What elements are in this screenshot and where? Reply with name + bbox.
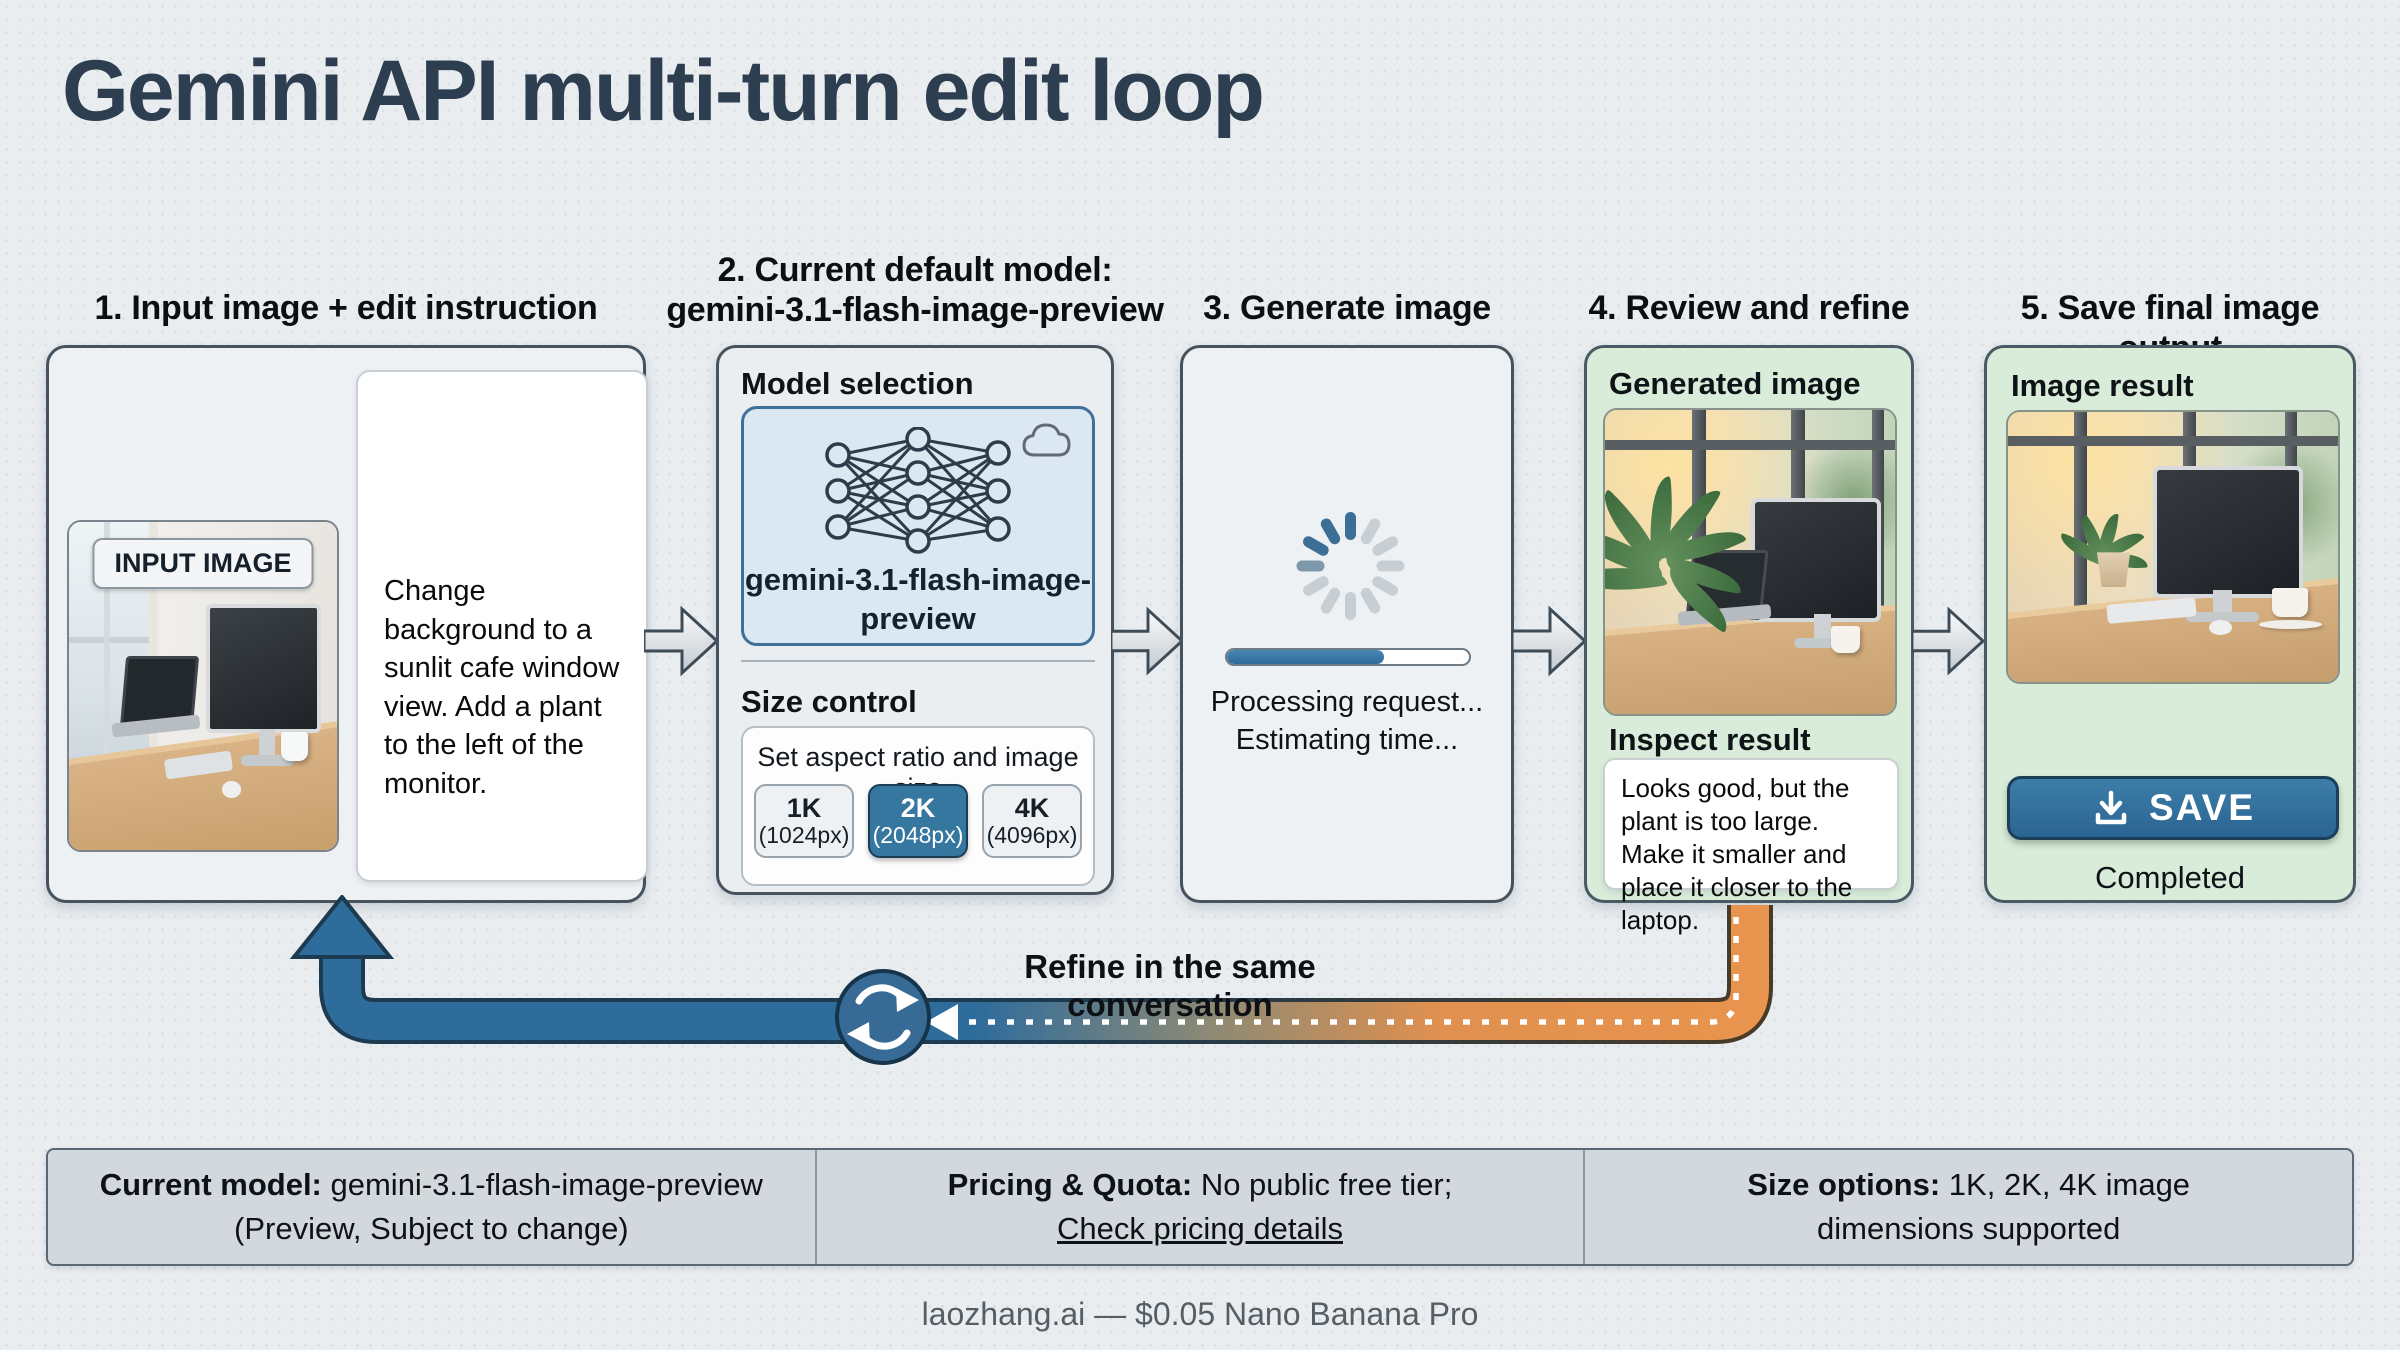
model-name: gemini-3.1-flash-image- preview: [744, 562, 1092, 636]
panel-save: Image result: [1984, 345, 2356, 903]
pricing-details-link[interactable]: Check pricing details: [1056, 1211, 1344, 1246]
size-options-value: 1K, 2K, 4K image: [1940, 1166, 2191, 1202]
footer-bar: Current model: gemini-3.1-flash-image-pr…: [46, 1148, 2354, 1266]
step2-header: 2. Current default model: gemini-3.1-fla…: [655, 250, 1175, 330]
size-options-label: Size options:: [1747, 1166, 1941, 1202]
size-option-1k[interactable]: 1K (1024px): [754, 784, 854, 858]
progress-bar: [1225, 648, 1471, 666]
inspect-result-title: Inspect result: [1609, 722, 1811, 757]
step4-header: 4. Review and refine: [1588, 289, 1910, 327]
panel-review: Generated image: [1584, 345, 1914, 935]
input-image: INPUT IMAGE: [67, 520, 339, 852]
loading-spinner: [1294, 510, 1406, 622]
generated-image: [1603, 408, 1897, 716]
loop-arrowhead-up: [289, 895, 395, 959]
footer-size-options: Size options: 1K, 2K, 4K image dimension…: [1583, 1150, 2352, 1264]
size-options-row: 1K (1024px) 2K (2048px) 4K (4096px): [743, 784, 1093, 858]
section-divider: [741, 660, 1095, 662]
size-option-4k[interactable]: 4K (4096px): [982, 784, 1082, 858]
model-selection-title: Model selection: [741, 366, 974, 401]
save-button[interactable]: SAVE: [2007, 776, 2339, 840]
arrow-step4-to-step5: [1912, 606, 1986, 676]
arrow-step1-to-step2: [644, 605, 720, 677]
current-model-label: Current model:: [99, 1166, 322, 1202]
pricing-label: Pricing & Quota:: [947, 1166, 1193, 1202]
panel-generate: Processing request... Estimating time...: [1180, 345, 1514, 903]
status-line2: Estimating time...: [1235, 724, 1459, 756]
step2-header-line1: 2. Current default model:: [717, 251, 1113, 289]
completed-status: Completed: [2095, 860, 2245, 895]
arrow-step3-to-step4: [1512, 605, 1588, 677]
cloud-icon: [1022, 423, 1071, 457]
step2-header-line2: gemini-3.1-flash-image-preview: [666, 291, 1164, 330]
status-line1: Processing request...: [1210, 686, 1484, 718]
step3-header: 3. Generate image: [1203, 289, 1491, 327]
image-result-title: Image result: [2011, 368, 2194, 403]
model-card: gemini-3.1-flash-image- preview: [741, 406, 1095, 646]
step1-header: 1. Input image + edit instruction: [94, 289, 598, 327]
result-image: [2006, 410, 2340, 684]
panel-input: INPUT IMAGE Change background to a sunli…: [46, 345, 648, 903]
size-card: Set aspect ratio and image size 1K (1024…: [741, 726, 1095, 886]
footer-current-model: Current model: gemini-3.1-flash-image-pr…: [48, 1150, 815, 1264]
loop-return-arrow: [289, 895, 1773, 1065]
size-options-note: dimensions supported: [1817, 1211, 2121, 1246]
panel-model: Model selection: [716, 345, 1114, 895]
download-icon: [2095, 790, 2127, 825]
feedback-text: Looks good, but the plant is too large. …: [1621, 773, 1853, 936]
page-title: Gemini API multi-turn edit loop: [62, 43, 1265, 139]
footer-pricing: Pricing & Quota: No public free tier; Ch…: [814, 1150, 1584, 1264]
generated-image-title: Generated image: [1609, 366, 1861, 401]
loop-dashed-line: [950, 911, 1739, 1025]
current-model-note: (Preview, Subject to change): [234, 1211, 629, 1246]
input-image-badge: INPUT IMAGE: [92, 538, 314, 589]
instruction-text: Change background to a sunlit cafe windo…: [384, 575, 620, 800]
pricing-value: No public free tier;: [1192, 1166, 1453, 1202]
refresh-icon: [835, 969, 931, 1065]
instruction-card: Change background to a sunlit cafe windo…: [356, 370, 648, 882]
size-control-title: Size control: [741, 684, 917, 719]
arrow-step2-to-step3: [1111, 606, 1185, 676]
feedback-card: Looks good, but the plant is too large. …: [1603, 758, 1899, 935]
large-plant: [1605, 446, 1756, 647]
loop-label: Refine in the same conversation: [1024, 948, 1316, 1023]
credit-line: laozhang.ai — $0.05 Nano Banana Pro: [921, 1296, 1479, 1332]
neural-network-icon: [825, 427, 1011, 554]
current-model-value: gemini-3.1-flash-image-preview: [321, 1166, 763, 1202]
progress-fill: [1227, 650, 1385, 664]
size-option-2k[interactable]: 2K (2048px): [868, 784, 968, 858]
loop-dashed-arrowhead: [926, 1004, 958, 1040]
